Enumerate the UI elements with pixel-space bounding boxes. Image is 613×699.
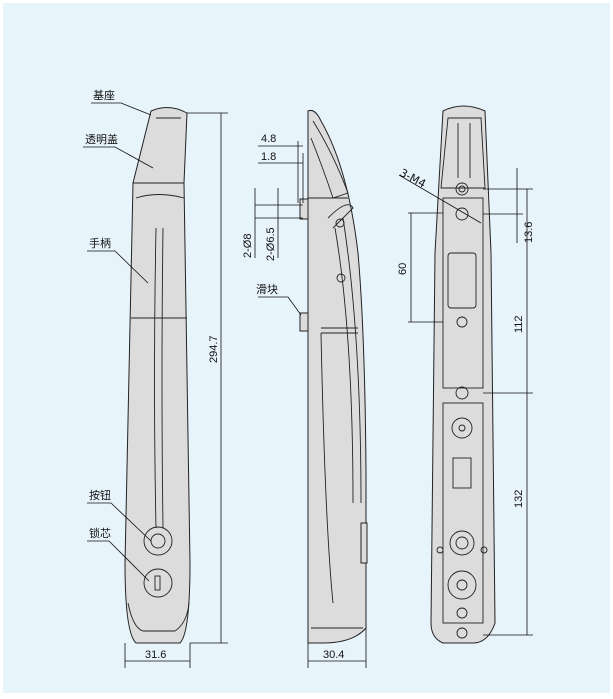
back-view bbox=[430, 105, 496, 644]
label-base: 基座 bbox=[93, 88, 115, 102]
technical-drawing: 基座 透明盖 手柄 按钮 锁芯 31.6 294.7 4.8 1.8 2-Ø8 … bbox=[83, 88, 535, 668]
back-dimensions bbox=[398, 168, 533, 636]
dim-upper-spacing: 112 bbox=[513, 315, 525, 333]
front-view bbox=[124, 107, 191, 644]
dim-top-offset: 13.6 bbox=[523, 222, 535, 243]
drawing-canvas: 基座 透明盖 手柄 按钮 锁芯 31.6 294.7 4.8 1.8 2-Ø8 … bbox=[3, 3, 610, 693]
label-handle: 手柄 bbox=[89, 236, 111, 250]
side-view bbox=[299, 110, 368, 644]
dim-total-height: 294.7 bbox=[208, 335, 220, 363]
label-screws: 3-M4 bbox=[398, 166, 428, 190]
dim-slot-length: 60 bbox=[397, 263, 409, 275]
dim-side-depth: 30.4 bbox=[323, 649, 344, 661]
dim-hole-outer: 2-Ø8 bbox=[242, 234, 254, 258]
front-dimensions bbox=[83, 102, 228, 668]
dim-hole-inner: 2-Ø6.5 bbox=[265, 227, 277, 261]
label-transparent-cover: 透明盖 bbox=[85, 132, 118, 146]
label-lock-core: 锁芯 bbox=[89, 526, 111, 540]
side-dimensions bbox=[254, 141, 367, 668]
dim-front-width: 31.6 bbox=[145, 649, 166, 661]
label-button: 按钮 bbox=[89, 488, 111, 502]
dim-lower-spacing: 132 bbox=[513, 490, 525, 508]
dim-4-8: 4.8 bbox=[261, 133, 276, 145]
label-slider: 滑块 bbox=[256, 283, 278, 296]
dim-1-8: 1.8 bbox=[261, 151, 276, 163]
